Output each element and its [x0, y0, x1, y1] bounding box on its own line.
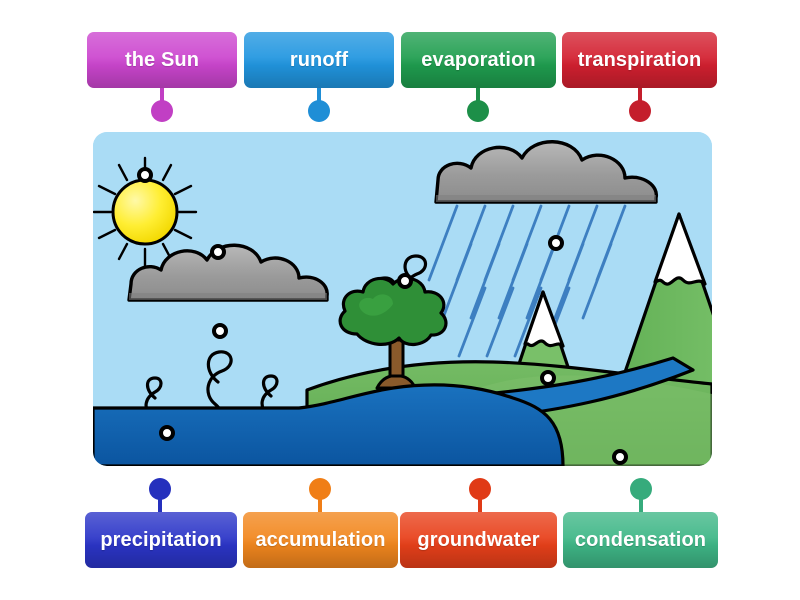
label-chip-text: runoff	[289, 48, 349, 71]
pin-knob	[630, 478, 652, 500]
tree-graphic	[338, 276, 448, 390]
cloud-left-graphic	[127, 243, 329, 302]
marker-condensation[interactable]	[210, 244, 226, 260]
water-cycle-diagram	[93, 132, 712, 466]
label-chip-text: precipitation	[100, 528, 222, 551]
pin-knob	[469, 478, 491, 500]
label-pin-condensation	[630, 478, 652, 512]
label-pin-accumulation	[309, 478, 331, 512]
label-chip-text: evaporation	[421, 48, 536, 71]
label-chip-text: the Sun	[124, 48, 200, 71]
pin-knob	[149, 478, 171, 500]
pin-stem	[638, 88, 642, 106]
ocean-graphic	[93, 383, 565, 466]
label-chip-runoff[interactable]: runoff	[244, 32, 394, 88]
pin-stem	[478, 494, 482, 512]
pin-knob	[309, 478, 331, 500]
pin-stem	[158, 494, 162, 512]
pin-stem	[317, 88, 321, 106]
marker-accumulation[interactable]	[159, 425, 175, 441]
label-chip-text: groundwater	[417, 528, 540, 551]
label-chip-transpiration[interactable]: transpiration	[562, 32, 717, 88]
label-chip-text: condensation	[574, 528, 707, 551]
pin-stem	[476, 88, 480, 106]
marker-evaporation[interactable]	[212, 323, 228, 339]
label-chip-evaporation[interactable]: evaporation	[401, 32, 556, 88]
pin-knob	[308, 100, 330, 122]
cloud-rain-graphic	[434, 140, 658, 204]
pin-stem	[639, 494, 643, 512]
label-chip-precipitation[interactable]: precipitation	[85, 512, 237, 568]
pin-stem	[160, 88, 164, 106]
pin-stem	[318, 494, 322, 512]
label-pin-evaporation	[467, 88, 489, 122]
pin-knob	[467, 100, 489, 122]
diagram-artwork	[93, 132, 712, 466]
label-chip-condensation[interactable]: condensation	[563, 512, 718, 568]
marker-precipitation[interactable]	[548, 235, 564, 251]
pin-knob	[151, 100, 173, 122]
label-pin-groundwater	[469, 478, 491, 512]
label-chip-text: accumulation	[255, 528, 386, 551]
label-chip-accumulation[interactable]: accumulation	[243, 512, 398, 568]
marker-sun[interactable]	[137, 167, 153, 183]
marker-runoff[interactable]	[540, 370, 556, 386]
label-pin-runoff	[308, 88, 330, 122]
label-chip-groundwater[interactable]: groundwater	[400, 512, 557, 568]
label-chip-the-sun[interactable]: the Sun	[87, 32, 237, 88]
label-pin-precipitation	[149, 478, 171, 512]
label-pin-transpiration	[629, 88, 651, 122]
marker-transpiration[interactable]	[397, 273, 413, 289]
label-pin-the-sun	[151, 88, 173, 122]
label-chip-text: transpiration	[577, 48, 702, 71]
marker-groundwater[interactable]	[612, 449, 628, 465]
pin-knob	[629, 100, 651, 122]
rain-streaks-graphic	[427, 204, 627, 358]
